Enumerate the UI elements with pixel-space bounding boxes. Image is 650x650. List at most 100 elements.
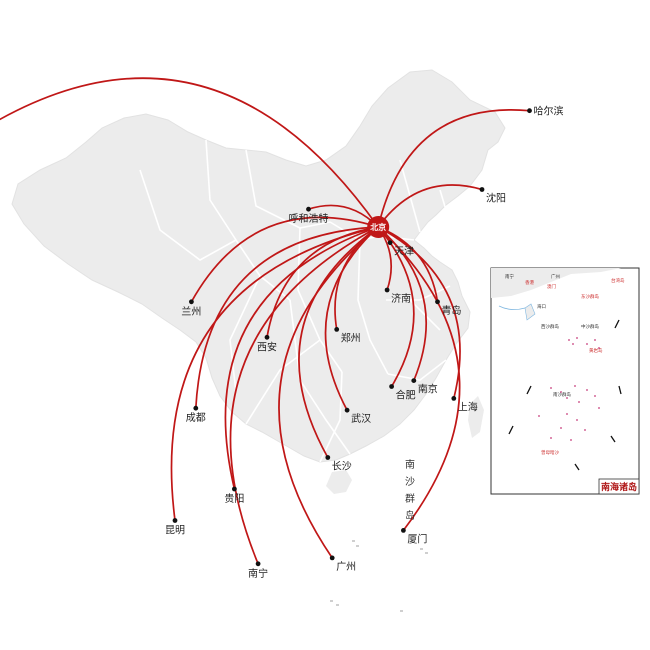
inset-frame [490,267,640,495]
city-dot [451,396,457,401]
city-label: 青岛 [442,304,462,317]
city-dot [389,384,394,389]
province-border [319,371,343,463]
route-line [0,77,379,228]
inset-label-red: 台湾岛 [611,277,625,284]
city-label: 长沙 [332,461,352,473]
sea-label-char: 沙 [405,476,415,488]
city-label: 沈阳 [486,192,506,205]
city-label: 哈尔滨 [534,105,564,118]
city-label: 广州 [336,561,356,573]
sea-label-char: 南 [405,458,415,471]
city-label: 成都 [186,412,206,424]
city-dot [264,334,270,340]
city-label: 济南 [391,292,411,305]
city-label: 贵阳 [224,492,244,505]
city-dot [344,407,350,413]
island-mark [336,604,339,606]
city-label: 武汉 [351,412,371,425]
inset-island-dot [560,427,562,429]
province-border [387,359,447,381]
inset-island-dot [598,407,600,409]
route-line [229,226,379,565]
city-dot [411,378,417,383]
city-dot [435,299,440,305]
route-line [298,226,379,458]
inset-label: 中沙群岛 [581,323,599,330]
province-border [435,189,453,257]
inset-label-red: 黄岩岛 [589,347,603,354]
inset-island-dot [572,343,574,345]
sea-label-char: 群 [405,492,415,505]
city-dot [329,555,335,561]
route-lines [0,77,530,565]
route-line [194,226,379,409]
city-label: 上海 [458,400,478,413]
inset-island-dot [576,337,578,339]
nine-dash-segment [508,425,514,435]
inset-island-dot [550,387,552,389]
city-dot [255,561,261,567]
inset-island-dot [586,389,588,391]
route-line [377,226,415,387]
inset-label-red: 东沙群岛 [581,293,599,300]
taiwan-island [468,396,484,438]
province-border [386,285,451,301]
city-label: 兰州 [181,305,201,318]
hub-dot [367,216,390,238]
province-border [229,275,261,393]
province-border [409,299,441,331]
city-dot [172,518,178,523]
province-border [139,169,237,261]
island-mark [352,540,355,542]
city-dot [325,455,331,460]
hainan-island [326,470,352,494]
inset-label-red: 澳门 [547,283,556,290]
inset-label-red: 香港 [525,279,534,286]
island-mark [400,610,403,612]
island-mark [356,545,359,547]
inset-label: 广州 [551,273,560,280]
inset-river [498,305,526,310]
province-border [245,339,321,425]
inset-island-dot [594,339,596,341]
city-label: 厦门 [407,532,427,545]
province-border [297,227,343,373]
city-dot [189,299,194,305]
province-border [357,239,389,375]
city-dot [401,528,406,533]
inset-island-dot [576,419,578,421]
province-border [289,299,351,455]
city-dot [479,187,485,192]
sea-label-char: 岛 [405,509,415,522]
inset-island-dot [538,415,540,417]
city-label: 西安 [257,340,277,353]
island-mark [420,548,423,550]
inset-coast [491,268,621,298]
city-label: 南京 [418,383,438,396]
nine-dash-segment [618,385,622,395]
city-dot [334,327,340,332]
island-mark [425,552,428,554]
inset-label: 西沙群岛 [541,323,559,330]
nine-dash-segment [526,385,532,395]
route-line [377,109,530,228]
nine-dash-segment [610,435,616,443]
route-line [190,216,379,303]
city-label: 昆明 [165,525,185,537]
south-china-sea-inset: 南宁广州海口西沙群岛中沙群岛南沙群岛香港澳门台湾岛东沙群岛黄岩岛曾母暗沙南海诸岛 [490,267,640,495]
inset-island-dot [578,401,580,403]
inset-island-dot [574,385,576,387]
nine-dash-segment [614,319,620,329]
inset-island-dot [550,437,552,439]
inset-island-dot [568,339,570,341]
hub-marker: 北京 [367,216,390,238]
inset-label-red: 曾母暗沙 [541,449,559,456]
city-label: 天津 [394,246,414,258]
inset-island-dot [586,343,588,345]
city-label: 南宁 [248,567,268,580]
inset-island-dot [598,347,600,349]
island-mark [330,600,333,602]
inset-island-dot [584,429,586,431]
